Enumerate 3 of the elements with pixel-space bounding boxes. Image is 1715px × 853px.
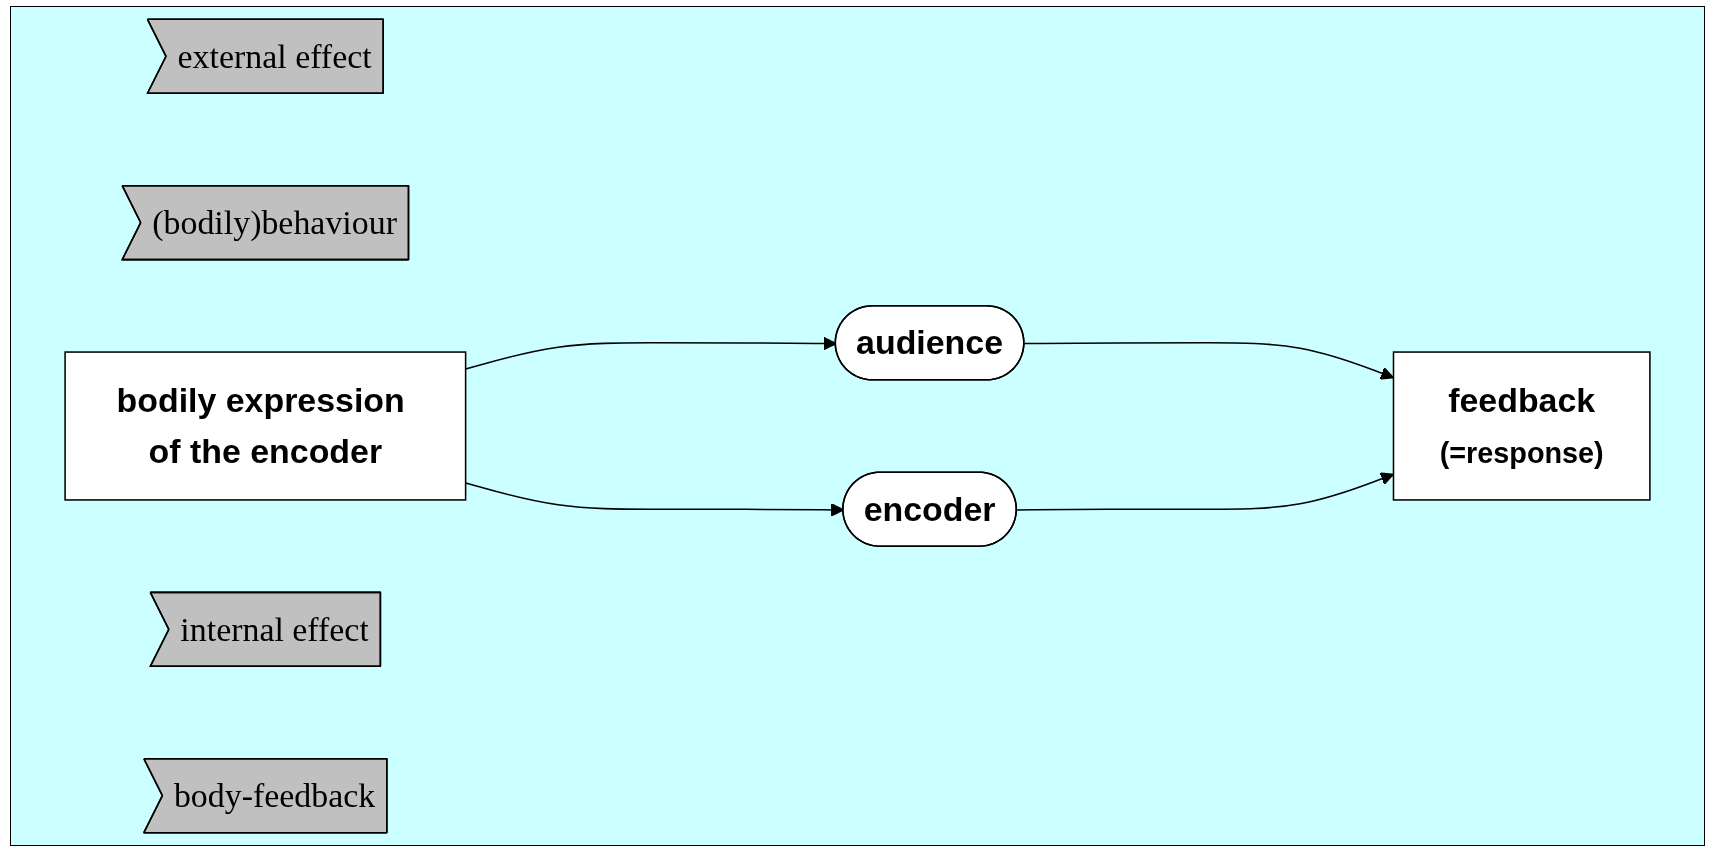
node-box [64,351,467,501]
node-box [1392,351,1651,501]
diagram-background: external effect (bodily)behaviour audience bodily expression of the encoder feedback (=response) encoder internal effect body-feedback [10,6,1705,846]
